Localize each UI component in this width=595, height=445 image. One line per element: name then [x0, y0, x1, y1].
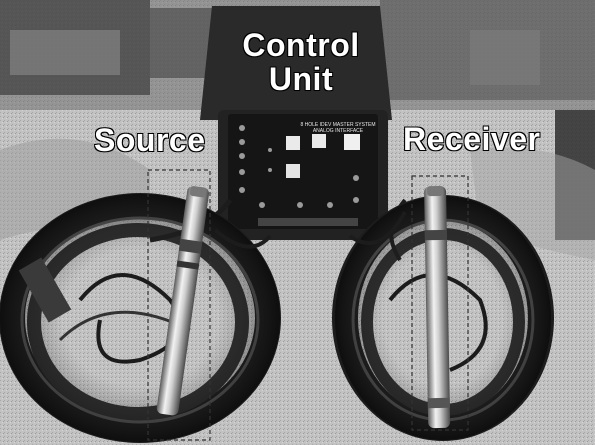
- background-box-right: [470, 30, 540, 85]
- cable-to-control-right: [348, 211, 407, 246]
- panel-meter-4: [286, 164, 300, 178]
- control-unit-lid: [200, 6, 392, 120]
- panel-connector-strip: [258, 218, 358, 226]
- source-probe: [156, 186, 210, 416]
- panel-meter-3: [344, 134, 360, 150]
- source-coil-shading: [0, 194, 280, 442]
- control-unit-label-line-2: Unit: [268, 61, 334, 97]
- panel-meter-1: [286, 136, 300, 150]
- source-label: Source: [93, 121, 206, 159]
- panel-knobs: [239, 125, 359, 208]
- cable-to-control-left: [213, 228, 272, 249]
- panel-meter-2: [312, 134, 326, 148]
- receiver-label: Receiver: [402, 120, 541, 158]
- control-unit-label-line-1: Control: [242, 27, 360, 63]
- source-coil-tape: [18, 257, 72, 323]
- panel-caption-line-1: 8 HOLE IDEV MASTER SYSTEM: [300, 122, 376, 128]
- control-unit-panel: [228, 114, 378, 229]
- control-unit-label: Control Unit: [226, 27, 376, 97]
- receiver-dashed-outline: [411, 175, 469, 431]
- source-dashed-outline: [147, 169, 211, 441]
- control-panel-caption: 8 HOLE IDEV MASTER SYSTEM ANALOG INTERFA…: [296, 122, 380, 134]
- receiver-probe: [424, 185, 451, 429]
- background-equipment-left-detail: [10, 30, 120, 75]
- panel-caption-line-2: ANALOG INTERFACE: [312, 128, 364, 134]
